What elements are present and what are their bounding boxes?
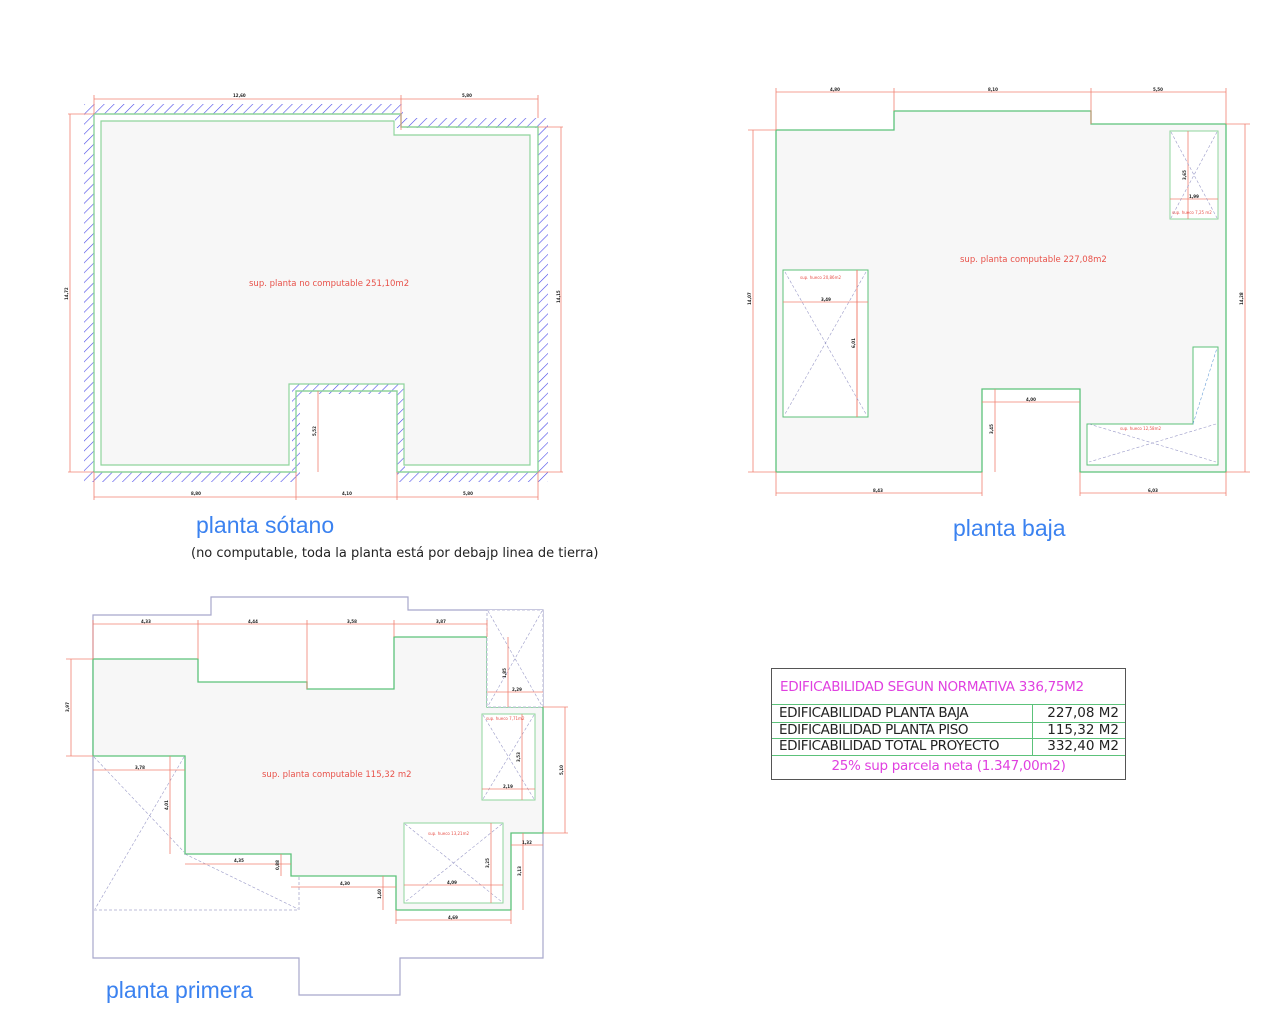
row-value: 227,08 M2 bbox=[1047, 705, 1119, 721]
primera-dim-hueco-tr-w: 2,29 bbox=[512, 687, 522, 692]
table-row: EDIFICABILIDAD PLANTA PISO 115,32 M2 bbox=[772, 722, 1125, 739]
primera-dim-hueco-r-h: 3,53 bbox=[516, 752, 521, 762]
row-label: EDIFICABILIDAD PLANTA PISO bbox=[779, 722, 969, 738]
baja-dim-hueco-tr-h: 3,65 bbox=[1182, 170, 1187, 180]
plan-primera: 2,29 1,85 sup. hueco 7,71m2 2,19 3,53 su… bbox=[65, 596, 568, 996]
primera-dim-left: 3,97 bbox=[65, 702, 70, 712]
primera-dim-right: 5,10 bbox=[559, 765, 564, 775]
plan-sotano: 12,60 5,80 14,72 14,15 8,80 4,10 5,80 5,… bbox=[64, 93, 563, 500]
sotano-subtitle: (no computable, toda la planta está por … bbox=[191, 546, 599, 561]
baja-hueco-bottom-right: sup. hueco 12,58m2 bbox=[1086, 346, 1219, 466]
baja-hueco-br-label: sup. hueco 12,58m2 bbox=[1120, 426, 1161, 431]
primera-dim-hueco-r-w: 2,19 bbox=[503, 784, 513, 789]
primera-dim-step-1: 4,35 bbox=[234, 858, 244, 863]
table-row: EDIFICABILIDAD PLANTA BAJA 227,08 M2 bbox=[772, 705, 1125, 723]
baja-dim-bottom-left: 8,43 bbox=[873, 488, 883, 493]
primera-title: planta primera bbox=[106, 977, 254, 1003]
baja-title: planta baja bbox=[953, 515, 1066, 541]
baja-dim-top-left: 4,80 bbox=[830, 87, 840, 92]
baja-dim-right: 14,28 bbox=[1239, 292, 1244, 305]
table-divider bbox=[1032, 705, 1033, 755]
primera-dim-top-4: 3,87 bbox=[436, 619, 446, 624]
baja-hueco-top-right: sup. hueco 7,25 m2 1,99 3,65 bbox=[1169, 130, 1219, 220]
row-label: EDIFICABILIDAD PLANTA BAJA bbox=[779, 705, 969, 721]
primera-dim-right-step-w: 1,32 bbox=[522, 840, 532, 845]
baja-dim-hueco-left-w: 3,49 bbox=[821, 297, 831, 302]
sotano-dim-notch: 5,52 bbox=[312, 426, 317, 436]
primera-dim-left-hueco-h: 4,01 bbox=[164, 800, 169, 810]
baja-dim-top-right: 5,50 bbox=[1153, 87, 1163, 92]
primera-dim-top-3: 3,58 bbox=[347, 619, 357, 624]
primera-hueco-right-label: sup. hueco 7,71m2 bbox=[486, 716, 525, 721]
primera-dim-bottom: 4,69 bbox=[448, 915, 458, 920]
table-row: EDIFICABILIDAD TOTAL PROYECTO 332,40 M2 bbox=[772, 738, 1125, 756]
sotano-dim-bottom-mid: 4,10 bbox=[342, 491, 352, 496]
primera-dim-top-1: 4,33 bbox=[141, 619, 151, 624]
primera-hueco-top-right: 2,29 1,85 bbox=[486, 609, 544, 708]
primera-dim-step-2-h: 1,40 bbox=[377, 889, 382, 899]
primera-left-void bbox=[92, 756, 300, 911]
baja-area-label: sup. planta computable 227,08m2 bbox=[960, 255, 1107, 265]
primera-dim-step-2: 4,30 bbox=[340, 881, 350, 886]
baja-dim-top-mid: 8,10 bbox=[988, 87, 998, 92]
sotano-area-label: sup. planta no computable 251,10m2 bbox=[249, 279, 409, 289]
baja-hueco-left: sup. hueco 20,86m2 3,49 6,01 bbox=[782, 269, 869, 418]
primera-hueco-bottom: sup. hueco 13,21m2 4,09 3,25 bbox=[403, 822, 504, 904]
baja-dim-bottom-right: 6,03 bbox=[1148, 488, 1158, 493]
baja-hueco-left-label: sup. hueco 20,86m2 bbox=[800, 275, 841, 280]
sotano-dim-right: 14,15 bbox=[556, 290, 561, 303]
primera-hueco-right: sup. hueco 7,71m2 2,19 3,53 bbox=[481, 713, 536, 801]
row-value: 115,32 M2 bbox=[1047, 722, 1119, 738]
primera-dim-hueco-tr-h: 1,85 bbox=[502, 668, 507, 678]
baja-dim-notch-width: 4,00 bbox=[1026, 397, 1036, 402]
primera-dim-left-hueco-w: 3,78 bbox=[135, 765, 145, 770]
sotano-dim-bottom-left: 8,80 bbox=[191, 491, 201, 496]
primera-dim-step-1-h: 0,88 bbox=[275, 860, 280, 870]
baja-dim-hueco-left-h: 6,01 bbox=[851, 338, 856, 348]
row-label: EDIFICABILIDAD TOTAL PROYECTO bbox=[779, 738, 1000, 754]
primera-dim-right-step-h: 3,13 bbox=[517, 866, 522, 876]
sotano-dim-top-right: 5,80 bbox=[462, 93, 472, 98]
baja-dim-hueco-tr-w: 1,99 bbox=[1189, 194, 1199, 199]
sotano-title: planta sótano bbox=[196, 512, 335, 538]
baja-dim-notch-depth: 3,45 bbox=[989, 424, 994, 434]
sotano-dim-left: 14,72 bbox=[64, 287, 69, 300]
sotano-inner-line bbox=[100, 120, 531, 466]
baja-dim-left: 14,07 bbox=[747, 292, 752, 305]
plan-baja: sup. hueco 20,86m2 3,49 6,01 sup. hueco … bbox=[747, 87, 1250, 496]
primera-dim-top-2: 4,44 bbox=[248, 619, 258, 624]
primera-hueco-bottom-label: sup. hueco 13,21m2 bbox=[428, 831, 469, 836]
table-footer: 25% sup parcela neta (1.347,00m2) bbox=[831, 758, 1066, 774]
row-value: 332,40 M2 bbox=[1047, 738, 1119, 754]
primera-dim-hueco-b-h: 3,25 bbox=[485, 858, 490, 868]
edificabilidad-table: EDIFICABILIDAD SEGUN NORMATIVA 336,75M2 … bbox=[771, 668, 1126, 780]
primera-dim-hueco-b-w: 4,09 bbox=[447, 880, 457, 885]
primera-area-label: sup. planta computable 115,32 m2 bbox=[262, 770, 412, 780]
baja-hueco-tr-label: sup. hueco 7,25 m2 bbox=[1172, 210, 1212, 215]
sotano-dim-bottom-right: 5,80 bbox=[463, 491, 473, 496]
sotano-dim-top-left: 12,60 bbox=[233, 93, 246, 98]
sotano-floor bbox=[101, 121, 530, 465]
table-header: EDIFICABILIDAD SEGUN NORMATIVA 336,75M2 bbox=[772, 669, 1125, 705]
